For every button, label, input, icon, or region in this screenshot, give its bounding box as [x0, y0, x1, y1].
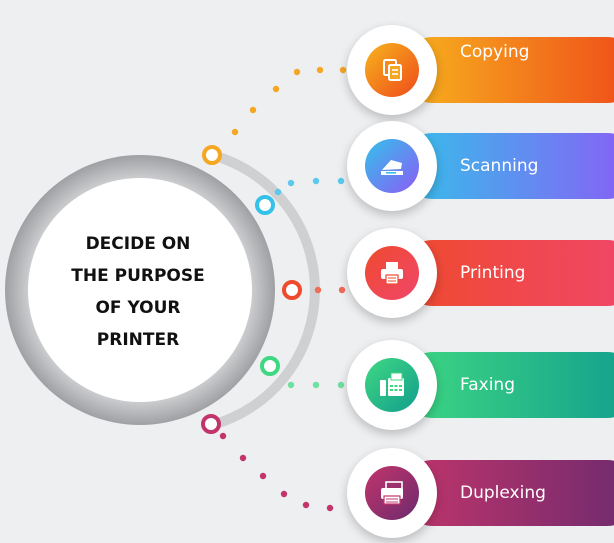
printing-icon-circle	[365, 246, 419, 300]
scanning-badge	[347, 121, 437, 211]
scanning-node	[255, 195, 275, 215]
faxing-connector	[287, 381, 345, 389]
center-disc	[28, 178, 252, 402]
duplexing-connector	[219, 432, 334, 512]
copying-label: Copying	[460, 42, 530, 62]
center-title-line-4: PRINTER	[96, 330, 180, 350]
printing-connector	[314, 286, 346, 294]
faxing-label: Faxing	[460, 375, 515, 395]
duplexing-label: Duplexing	[460, 483, 546, 503]
scanning-connector	[274, 177, 345, 196]
faxing-icon-circle	[365, 358, 419, 412]
fax-icon	[380, 372, 404, 396]
center-title: DECIDE ON THE PURPOSE OF YOUR PRINTER	[40, 228, 236, 356]
duplexing-badge	[347, 448, 437, 538]
faxing-badge	[347, 340, 437, 430]
duplex-icon	[381, 481, 403, 505]
copying-badge	[347, 25, 437, 115]
copying-connector	[231, 66, 347, 136]
copying-icon-circle	[365, 43, 419, 97]
copy-icon	[383, 59, 402, 81]
printing-badge	[347, 228, 437, 318]
scanning-label: Scanning	[460, 156, 539, 176]
duplexing-icon-circle	[365, 466, 419, 520]
printing-node	[282, 280, 302, 300]
printing-label: Printing	[460, 263, 526, 283]
scanner-icon	[381, 160, 403, 175]
printer-icon	[381, 262, 403, 285]
center-title-line-3: OF YOUR	[95, 298, 181, 318]
center-title-line-1: DECIDE ON	[85, 234, 191, 254]
duplexing-node	[201, 414, 221, 434]
copying-node	[202, 145, 222, 165]
center-title-line-2: THE PURPOSE	[71, 266, 205, 286]
faxing-node	[260, 356, 280, 376]
scanning-icon-circle	[365, 139, 419, 193]
